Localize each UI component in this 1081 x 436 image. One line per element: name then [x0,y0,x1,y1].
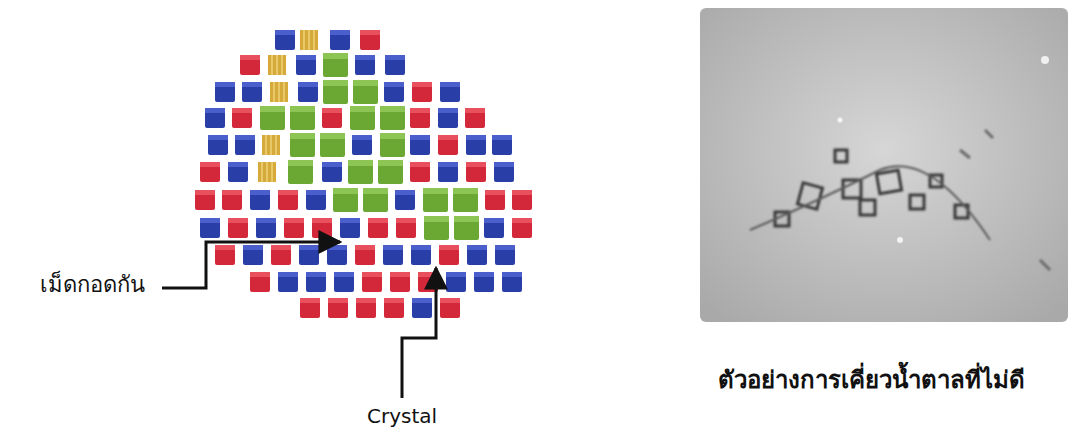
callout-label: เม็ดกอดกัน [40,272,145,298]
crystal-cluster [195,30,532,318]
micrograph-photo [700,8,1068,322]
figure-caption: ตัวอย่างการเคี่ยวน้ำตาลที่ไม่ดี [718,366,1025,395]
callout-label: Crystal [367,404,437,428]
leader-lines [162,242,436,398]
